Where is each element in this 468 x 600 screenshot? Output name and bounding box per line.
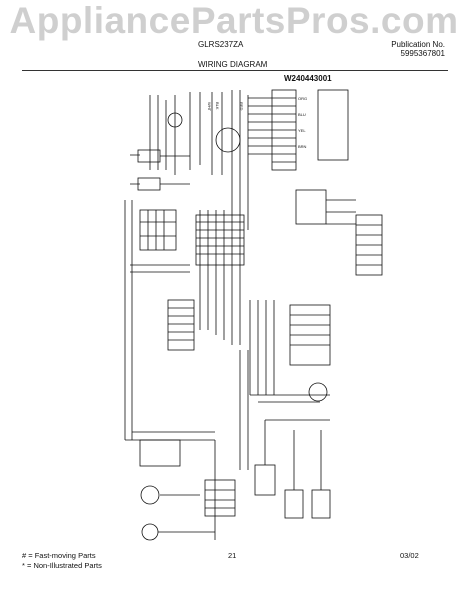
relay-panel [139, 209, 177, 251]
damper-motor-symbol [215, 127, 241, 153]
publication-number: 5995367801 [400, 49, 446, 58]
diagram-title: WIRING DIAGRAM [198, 60, 268, 69]
legend-fast-moving: # = Fast-moving Parts [22, 551, 96, 560]
right-switch-block [295, 189, 327, 225]
wire-left-trunk [124, 200, 133, 440]
wire-bundle-top-2 [189, 92, 223, 175]
terminal-block-left [167, 299, 195, 351]
publication-label: Publication No. [391, 40, 445, 49]
main-control-box [317, 89, 349, 161]
switch-block-2 [137, 177, 161, 191]
connector-block-middle [195, 214, 245, 266]
svg-text:YEL: YEL [298, 128, 306, 133]
page-number: 21 [228, 551, 237, 560]
model-number: GLRS237ZA [198, 40, 244, 49]
water-valve-1 [254, 464, 276, 496]
svg-text:WHT: WHT [207, 102, 212, 112]
compressor-symbol [140, 485, 160, 505]
water-valve-2 [284, 489, 304, 519]
wire-bundle-lower [249, 300, 275, 395]
diagram-part-number: W240443001 [284, 74, 332, 83]
svg-text:BLK: BLK [215, 102, 220, 110]
header-rule [22, 70, 448, 71]
svg-text:ORG: ORG [298, 96, 307, 101]
connector-bottom-left [204, 479, 236, 517]
revision-date: 03/02 [400, 551, 419, 560]
wire-bundle-middle [199, 210, 241, 345]
evap-fan-symbol [308, 382, 328, 402]
wire-bundle-top [149, 95, 176, 175]
condenser-motor-symbol [141, 523, 159, 541]
svg-text:BLU: BLU [298, 112, 306, 117]
water-valve-3 [311, 489, 331, 519]
switch-block-1 [137, 149, 161, 163]
svg-text:BRN: BRN [298, 144, 307, 149]
legend-non-illustrated: * = Non-Illustrated Parts [22, 561, 102, 570]
lamp-symbol [167, 112, 183, 128]
svg-text:RED: RED [239, 102, 244, 111]
overload-relay-block [139, 439, 181, 467]
wire-bundle-top-3 [231, 90, 249, 240]
watermark: AppliancePartsPros.com [9, 0, 459, 41]
